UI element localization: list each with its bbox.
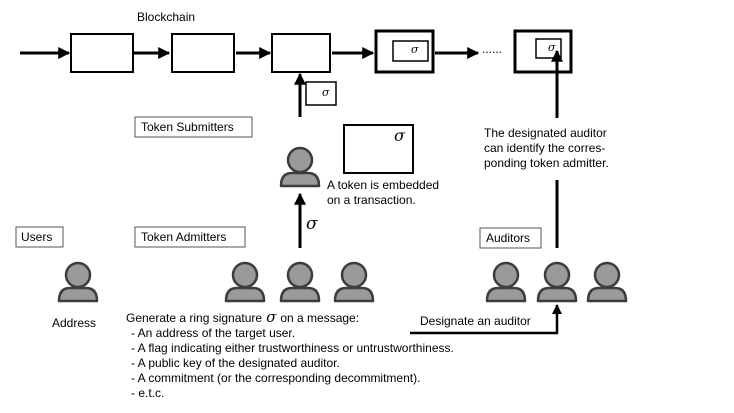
token-note-line2: on a transaction. [327, 193, 416, 207]
auditors-box [479, 227, 542, 249]
blockchain-label: Blockchain [137, 10, 195, 24]
token-admitters-label: Token Admitters [141, 230, 226, 244]
token-admitters-box [134, 226, 246, 248]
token-admitter-person-icon-2 [279, 261, 321, 303]
user-person-icon [57, 261, 99, 303]
token-submitters-label: Token Submitters [141, 120, 234, 134]
ring-signature-intro-before: Generate a ring signature [126, 311, 262, 325]
block-4-sigma: σ [411, 43, 419, 56]
designate-arrow [410, 304, 562, 335]
auditor-note-line3: ponding token admitter. [484, 156, 609, 170]
pending-token [305, 81, 337, 106]
ring-signature-item-2: - A flag indicating either trustworthine… [131, 341, 454, 355]
block-5-sigma: σ [548, 41, 556, 54]
block-4-token [392, 40, 429, 62]
ring-signature-item-4: - A commitment (or the corresponding dec… [131, 371, 420, 385]
users-label: Users [21, 230, 52, 244]
auditor-person-icon-1 [485, 261, 527, 303]
block-1 [70, 33, 134, 73]
ring-signature-item-5: - e.t.c. [131, 386, 164, 400]
pending-token-sigma: σ [322, 86, 330, 99]
token-note-line1: A token is embedded [327, 178, 439, 192]
block-2 [171, 33, 235, 73]
token-admitter-person-icon-3 [333, 261, 375, 303]
auditor-person-icon-3 [586, 261, 628, 303]
ring-signature-intro-after: on a message: [280, 311, 359, 325]
auditor-person-icon-2 [536, 261, 578, 303]
chain-ellipsis: ...... [482, 42, 502, 56]
designate-label: Designate an auditor [420, 314, 531, 328]
token-box-sigma: σ [394, 126, 406, 145]
token-admitter-person-icon-1 [224, 261, 266, 303]
token-submitters-box [134, 116, 253, 138]
auditors-label: Auditors [486, 231, 530, 245]
auditor-note-line2: can identify the corres- [484, 141, 605, 155]
ring-signature-item-1: - An address of the target user. [131, 326, 295, 340]
token-box [343, 124, 414, 174]
auditor-note-line1: The designated auditor [484, 126, 607, 140]
user-address-label: Address [52, 316, 96, 330]
ring-signature-item-3: - A public key of the designated auditor… [131, 356, 340, 370]
ring-signature-sigma: σ [266, 308, 277, 326]
block-3 [271, 33, 331, 73]
token-submitter-person-icon [279, 146, 321, 188]
arrow-sigma: σ [306, 214, 318, 234]
users-box [15, 226, 64, 248]
